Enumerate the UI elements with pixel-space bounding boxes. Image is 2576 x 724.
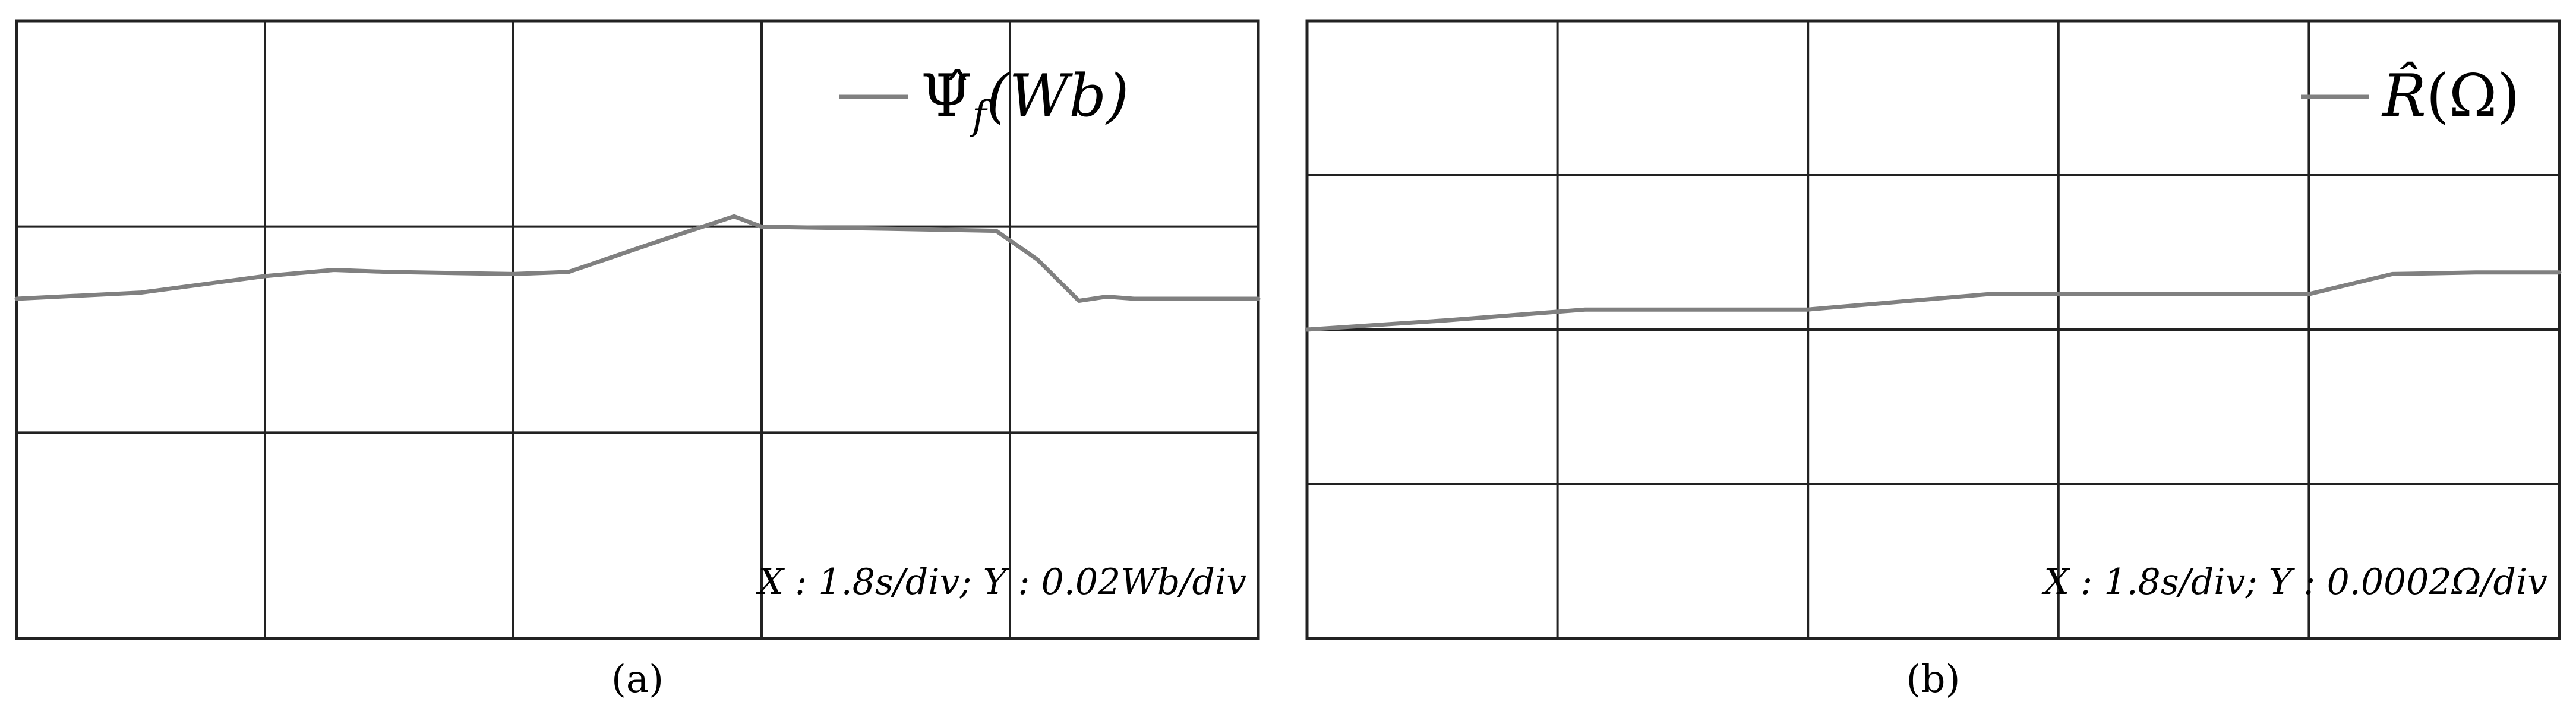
plot-frame-a (15, 19, 1260, 640)
legend-a: Ψ̂f(Wb) (839, 62, 1129, 138)
series-line-psi (14, 214, 1261, 303)
grid-a (17, 21, 1258, 638)
panel-a: Ψ̂f(Wb) X : 1.8s/div; Y : 0.02Wb/div (a) (14, 19, 1261, 701)
grid-b (1307, 21, 2559, 638)
scale-annotation-b: X : 1.8s/div; Y : 0.0002Ω/div (2041, 561, 2547, 603)
legend-label-r: R̂(Ω) (2381, 62, 2520, 130)
caption-b: (b) (1906, 657, 1961, 701)
series-line-r (1305, 270, 2562, 332)
panel-b: R̂(Ω) X : 1.8s/div; Y : 0.0002Ω/div (b) (1305, 19, 2562, 701)
legend-label-psi: Ψ̂f(Wb) (921, 62, 1129, 138)
scale-annotation-a: X : 1.8s/div; Y : 0.02Wb/div (756, 561, 1246, 603)
caption-a: (a) (611, 657, 664, 701)
legend-b: R̂(Ω) (2301, 62, 2520, 130)
